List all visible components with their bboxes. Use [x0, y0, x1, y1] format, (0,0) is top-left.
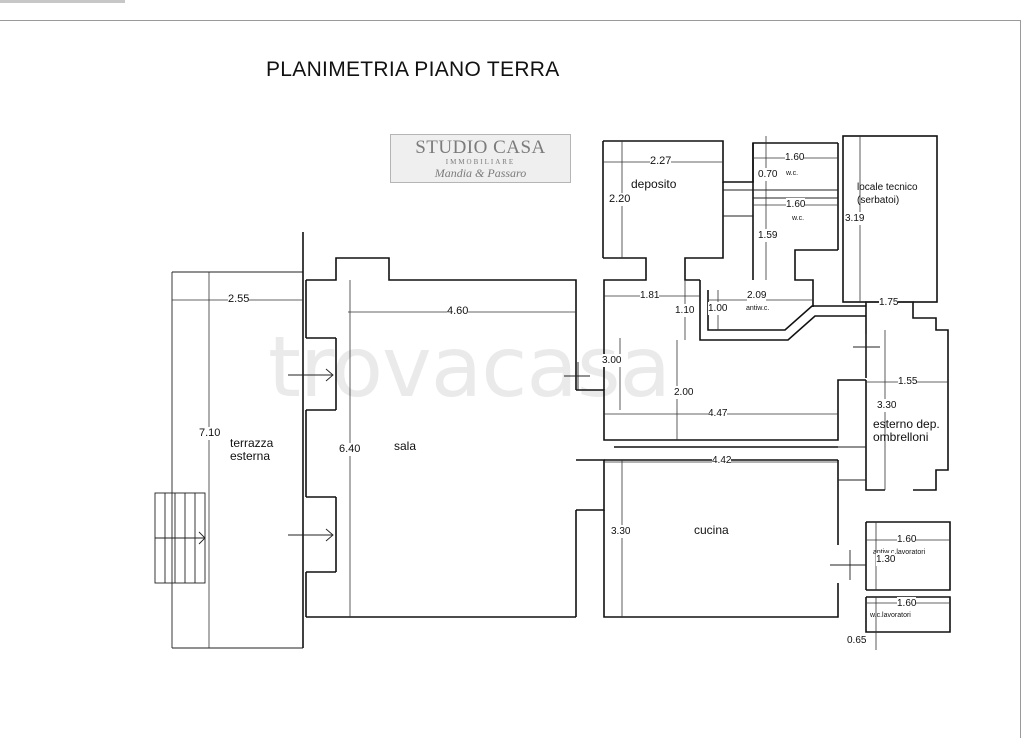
studio-casa-logo: STUDIO CASA IMMOBILIARE Mandia & Passaro	[390, 134, 571, 183]
logo-line-3: Mandia & Passaro	[434, 166, 527, 180]
room-wc-label: w.c.	[786, 170, 799, 177]
dim-tecnico-w: 1.75	[879, 296, 899, 309]
dim-antilav-w: 1.60	[897, 533, 917, 546]
dim-deposito-h: 2.20	[609, 193, 631, 206]
lavoratori-walls	[865, 521, 951, 633]
esterno-line2: ombrelloni	[873, 430, 929, 444]
room-locale-tecnico-label: locale tecnico (serbatoi)	[857, 181, 918, 207]
dim-deposito-w: 2.27	[650, 155, 672, 168]
dim-wc-w1: 1.60	[785, 151, 805, 164]
dim-cucina-w: 4.42	[712, 454, 732, 467]
dim-terrazza-w: 2.55	[228, 293, 250, 306]
locale-tecnico-line2: (serbatoi)	[857, 195, 900, 206]
dim-corr-h1: 1.10	[675, 304, 695, 317]
room-sala-label: sala	[394, 439, 417, 453]
dim-esterno-w: 1.55	[898, 375, 918, 388]
dim-tecnico-h: 3.19	[845, 212, 865, 225]
dim-corr-h3: 2.00	[674, 386, 694, 399]
dim-wc-h1: 0.70	[758, 168, 778, 181]
room-wc2-label: w.c.	[792, 215, 805, 222]
page-border	[0, 20, 1021, 738]
entry-arrows	[165, 334, 880, 580]
page-title: PLANIMETRIA PIANO TERRA	[266, 58, 560, 81]
dim-antilav-h: 1.30	[876, 553, 896, 566]
dim-wclav-w: 1.60	[897, 597, 917, 610]
dim-terrazza-h: 7.10	[199, 427, 221, 440]
corridor-walls	[614, 280, 867, 448]
room-antiwc-lavoratori-label: antiw.c.lavoratori	[873, 549, 926, 556]
esterno-walls	[865, 301, 949, 491]
room-cucina-label: cucina	[694, 523, 729, 537]
terrazza-line1: terrazza	[230, 436, 274, 450]
dim-corr-w1: 1.81	[640, 289, 660, 302]
room-wc-lavoratori-label: w.c.lavoratori	[870, 612, 911, 619]
corner-mark	[0, 0, 125, 3]
room-esterno-label: esterno dep. ombrelloni	[873, 418, 940, 444]
locale-tecnico-line1: locale tecnico	[857, 182, 918, 193]
logo-line-2: IMMOBILIARE	[445, 158, 516, 166]
dim-antiwc-w: 2.09	[747, 289, 767, 302]
cucina-walls	[603, 446, 866, 618]
dim-sala-w: 4.60	[447, 305, 469, 318]
dim-antiwc-h: 1.00	[708, 302, 728, 315]
dim-sala-h: 6.40	[339, 443, 361, 456]
room-antiwc-label: antiw.c.	[746, 305, 770, 312]
esterno-line1: esterno dep.	[873, 417, 940, 431]
dim-esterno-h: 3.30	[877, 399, 897, 412]
dimension-lines	[172, 136, 950, 650]
dim-corr-h2: 3.00	[602, 354, 622, 367]
deposito-walls	[602, 140, 838, 390]
sala-walls	[305, 257, 614, 618]
dim-wc-h2: 1.59	[758, 229, 778, 242]
room-terrazza-label: terrazza esterna	[230, 437, 273, 463]
dim-corr-w2: 4.47	[708, 407, 728, 420]
dim-cucina-h: 3.30	[611, 525, 631, 538]
dim-wclav-h: 0.65	[847, 634, 867, 647]
dim-wc-w2: 1.60	[786, 198, 806, 211]
terrazza-line2: esterna	[230, 449, 271, 463]
room-deposito-label: deposito	[631, 177, 677, 191]
logo-line-1: STUDIO CASA	[415, 137, 546, 158]
